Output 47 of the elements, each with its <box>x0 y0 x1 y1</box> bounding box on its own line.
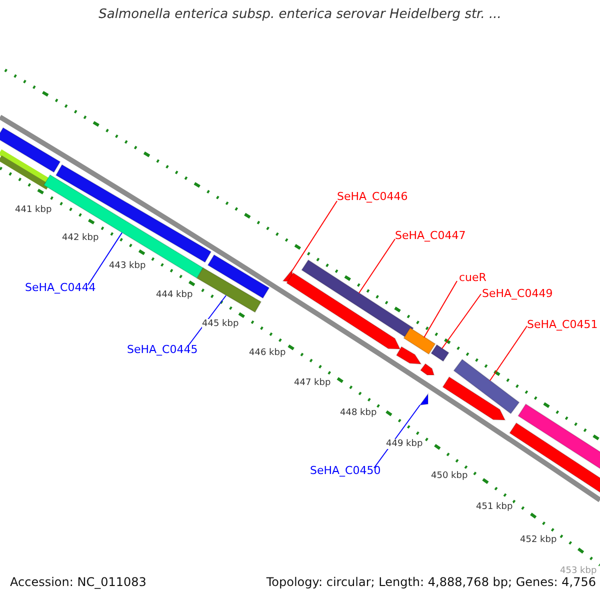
gene-label: SeHA_C0446 <box>337 191 408 204</box>
leader-line <box>88 232 122 286</box>
gene-bar <box>0 127 61 173</box>
leader-line <box>292 200 338 272</box>
gene-label: SeHA_C0447 <box>395 230 466 243</box>
scale-label: 446 kbp <box>249 348 286 358</box>
scale-label: 449 kbp <box>386 439 423 450</box>
gene-bar <box>403 327 436 355</box>
gene-bar <box>430 344 450 362</box>
gene-label: SeHA_C0451 <box>527 319 598 332</box>
gene-label: SeHA_C0450 <box>310 465 381 478</box>
scale-label: 443 kbp <box>109 261 146 272</box>
gene-bar <box>442 376 506 421</box>
leader-line <box>490 326 528 381</box>
gene-bar <box>420 363 435 376</box>
gene-bar <box>196 267 262 313</box>
gene-bar <box>518 403 600 471</box>
scale-label: 444 kbp <box>156 290 193 300</box>
footer-text: Accession: NC_011083 <box>10 576 146 590</box>
scale-label: 447 kbp <box>294 378 331 388</box>
scale-label: 453 kbp <box>560 566 597 576</box>
gene-bar <box>396 346 422 365</box>
gene-label: SeHA_C0444 <box>25 282 96 295</box>
gene-label: cueR <box>459 272 486 285</box>
scale-label: 450 kbp <box>431 471 468 482</box>
scale-label: 445 kbp <box>202 319 239 330</box>
gene-marker <box>418 392 428 406</box>
scale-label: 448 kbp <box>340 408 377 418</box>
footer-text: Topology: circular; Length: 4,888,768 bp; Genes: 4,756 <box>266 576 596 590</box>
scale-label: 442 kbp <box>62 233 99 244</box>
leader-line <box>424 280 458 338</box>
gene-bar <box>207 254 270 299</box>
scale-label: 441 kbp <box>15 205 52 216</box>
title: Salmonella enterica subsp. enterica serovar Heidelberg str. ... <box>98 8 502 23</box>
gene-bar <box>0 149 50 190</box>
gene-bar <box>453 358 520 414</box>
gene-bar <box>55 164 212 263</box>
gene-label: SeHA_C0445 <box>127 344 198 357</box>
gene-label: SeHA_C0449 <box>482 288 553 301</box>
scale-label: 452 kbp <box>520 535 557 546</box>
scale-label: 451 kbp <box>476 502 513 512</box>
gene-bar <box>509 422 600 495</box>
gene-bar <box>286 272 401 350</box>
gene-bar <box>301 259 414 339</box>
leader-line <box>358 238 396 294</box>
leader-line <box>188 295 226 346</box>
leader-line <box>442 294 482 349</box>
